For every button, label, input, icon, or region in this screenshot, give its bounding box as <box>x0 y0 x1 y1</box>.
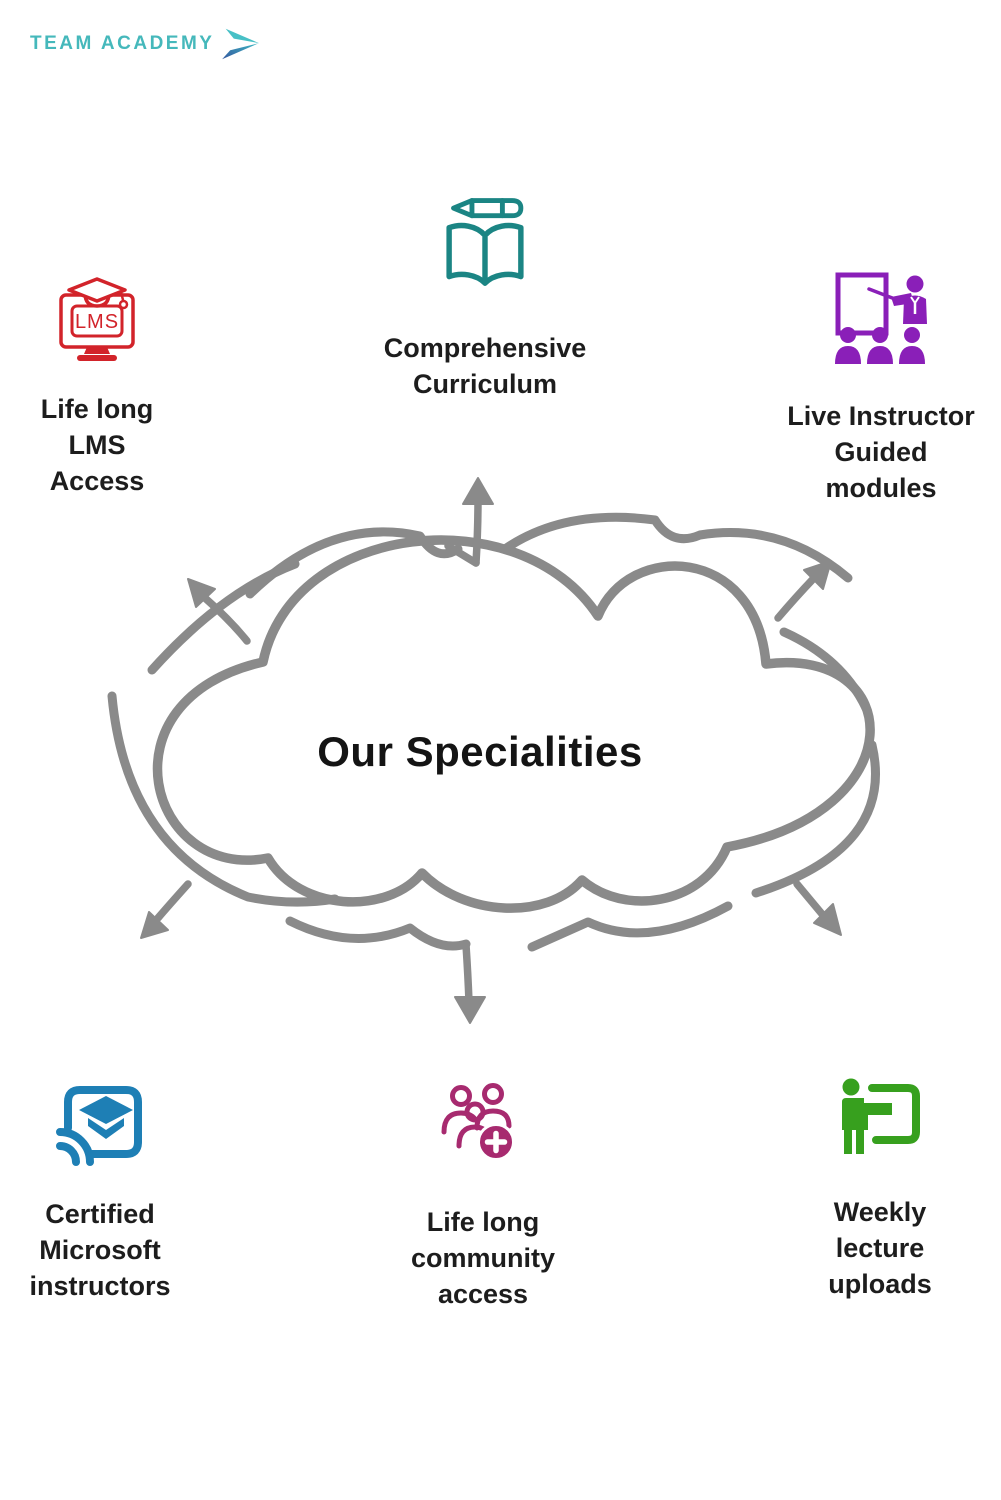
feature-certified-microsoft: Certified Microsoft instructors <box>0 1082 250 1304</box>
cloud-echo-arc <box>107 691 340 907</box>
cloud-outline <box>152 535 875 913</box>
cloud-title: Our Specialities <box>317 728 643 775</box>
cloud-arrow-down <box>462 941 473 1006</box>
feature-live-instructor: Live Instructor Guided modules <box>731 272 1001 506</box>
cloud-echo-arc <box>751 740 880 898</box>
lms-icon-label: LMS <box>75 311 119 333</box>
feature-label: Life long LMS Access <box>40 394 154 496</box>
feature-weekly-uploads: Weekly lecture uploads <box>730 1076 1001 1302</box>
cloud-echo-arc <box>500 512 853 583</box>
logo-text: TEAM ACADEMY <box>30 33 215 54</box>
community-add-icon <box>441 1083 515 1161</box>
feature-community-access: Life long community access <box>333 1082 633 1312</box>
arrowhead-down-right <box>813 903 842 936</box>
arrowhead-up-right <box>803 560 832 590</box>
cloud-arrow-up <box>444 496 482 567</box>
cloud-echo-arc <box>245 527 463 599</box>
cloud-echo-arc <box>779 627 871 713</box>
feature-label: Certified Microsoft instructors <box>29 1199 171 1301</box>
graduation-cast-icon <box>56 1086 142 1166</box>
cloud-arrow-down-left <box>154 880 192 922</box>
feature-label: Life long community access <box>410 1207 556 1309</box>
arrowhead-down <box>454 996 486 1024</box>
presenter-whiteboard-audience-icon <box>835 272 927 364</box>
feature-lms-access: LMS Life long LMS Access <box>0 275 247 499</box>
open-book-pencil-icon <box>446 198 524 286</box>
feature-comprehensive-curriculum: Comprehensive Curriculum <box>335 194 635 402</box>
feature-label: Comprehensive Curriculum <box>383 333 587 399</box>
cloud-echo-arc <box>285 916 471 951</box>
logo-arrow-icon <box>222 28 260 60</box>
cloud-arrow-down-right <box>793 880 826 918</box>
lecturer-board-icon <box>842 1078 920 1154</box>
feature-label: Weekly lecture uploads <box>828 1197 932 1299</box>
cloud-echo-arc <box>527 901 733 952</box>
arrowhead-down-left <box>140 911 169 939</box>
feature-label: Live Instructor Guided modules <box>787 401 975 503</box>
cloud-arrow-up-right <box>774 574 818 622</box>
lms-monitor-graduation-icon: LMS <box>59 277 135 361</box>
cloud-arrow-up-left <box>201 594 251 645</box>
arrowhead-up-left <box>187 578 216 608</box>
brand-logo: TEAM ACADEMY <box>30 26 262 62</box>
arrowhead-up <box>462 477 494 505</box>
